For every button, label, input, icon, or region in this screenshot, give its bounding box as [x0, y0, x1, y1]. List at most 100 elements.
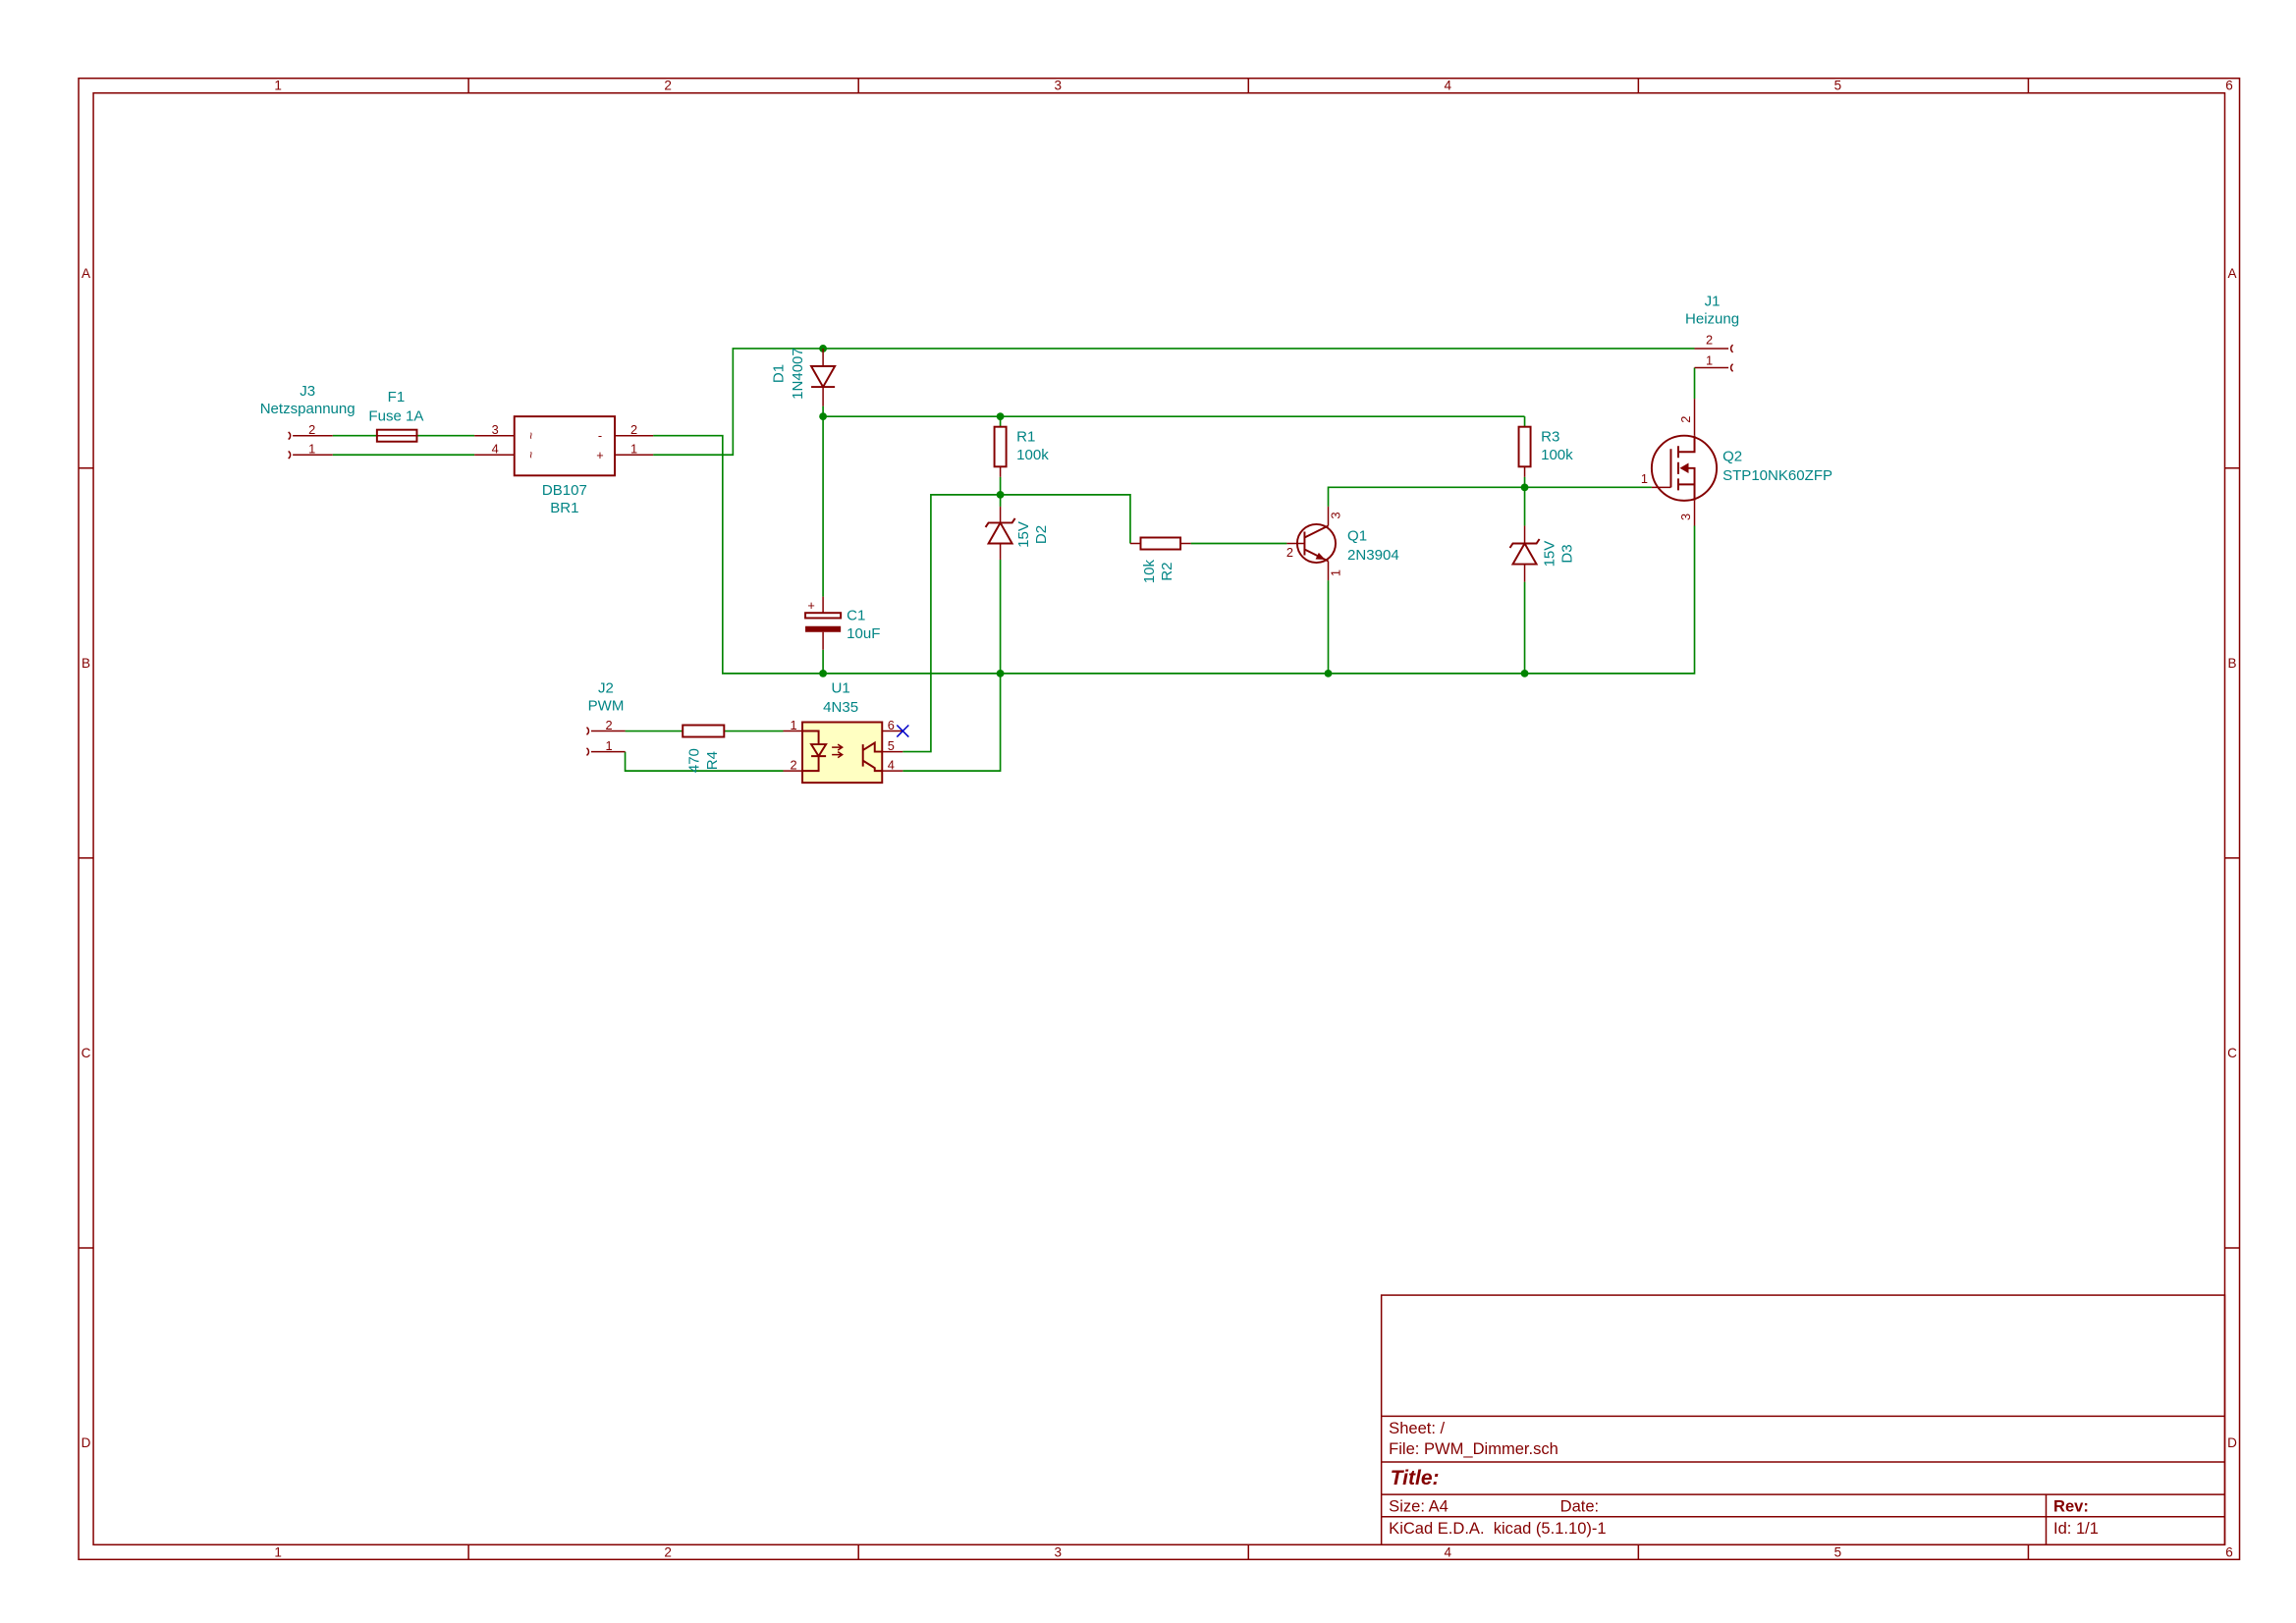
- junction-dot: [819, 412, 828, 421]
- br1-pins: [474, 434, 654, 457]
- d1-value: 1N4007: [790, 348, 806, 400]
- br1-pin-name-ac: ~: [523, 452, 538, 459]
- junction-dot: [819, 669, 828, 677]
- light-arrows-icon: [832, 743, 845, 759]
- r1-body: [993, 425, 1008, 468]
- frame-ticks: [79, 78, 2240, 1560]
- junction-dot: [996, 412, 1005, 421]
- zener-diode-icon: [1508, 538, 1541, 566]
- connector-j1: J1 Heizung 2 1: [1685, 293, 1739, 372]
- q1-emitter-arrow: [1315, 552, 1326, 561]
- mosfet-q2: 2 1 3 Q2 STP10NK60ZFP: [1641, 399, 1832, 526]
- connector-socket-icon: [288, 431, 333, 460]
- title-block-frame: [1380, 1294, 2226, 1546]
- u1-ref: U1: [832, 679, 850, 696]
- br1-pin-number: 2: [630, 422, 637, 437]
- d1-ref: D1: [770, 364, 787, 383]
- j2-pin-number: 2: [605, 718, 612, 732]
- wire-node-r2: [1000, 494, 1131, 544]
- q1-pin-number: 1: [1329, 569, 1343, 576]
- u1-pin-number: 1: [790, 718, 796, 732]
- c1-polarity: +: [807, 598, 814, 613]
- r4-ref: R4: [704, 751, 721, 770]
- wire-ground-rail: [653, 434, 1696, 675]
- br1-pin-number: 3: [492, 422, 499, 437]
- junctions: [819, 345, 1529, 677]
- q1-value: 2N3904: [1347, 547, 1399, 564]
- no-connect-marker: [896, 724, 909, 738]
- r2-ref: R2: [1159, 562, 1175, 580]
- title-block-sheet: Sheet: /: [1389, 1419, 1445, 1437]
- junction-dot: [996, 490, 1005, 499]
- j3-pin-number: 1: [308, 442, 315, 457]
- q2-pin-number: 2: [1678, 416, 1693, 423]
- r2-value: 10k: [1141, 559, 1158, 583]
- j2-ref: J2: [598, 679, 614, 696]
- nmos-transistor-icon: [1669, 435, 1696, 501]
- c1-value: 10uF: [847, 625, 880, 642]
- col-label-top: 1: [274, 79, 282, 93]
- wire-node-u1-collector: [902, 494, 1001, 753]
- r1-value: 100k: [1016, 447, 1049, 463]
- col-label-top: 6: [2225, 79, 2233, 93]
- j1-value: Heizung: [1685, 310, 1739, 327]
- title-block-title: Title:: [1391, 1467, 1440, 1489]
- zener-d3: 15V D3: [1508, 525, 1576, 582]
- junction-dot: [1324, 669, 1333, 677]
- br1-pin-number: 4: [492, 442, 499, 457]
- q2-pin-number: 1: [1641, 471, 1648, 486]
- resistor-r4: 470 R4: [682, 724, 726, 773]
- title-block-date: Date:: [1560, 1497, 1600, 1516]
- title-block-generator: KiCad E.D.A. kicad (5.1.10)-1: [1389, 1519, 1606, 1538]
- br1-ref: BR1: [550, 500, 578, 516]
- frame-outer: [78, 77, 2241, 1561]
- c1-negative-plate: [805, 625, 842, 632]
- br1-pin-name-ac: ~: [523, 432, 538, 439]
- r3-ref: R3: [1541, 429, 1559, 446]
- resistor-r1: R1 100k: [993, 425, 1049, 477]
- col-label-bottom: 6: [2225, 1544, 2233, 1559]
- wire-q1-collector-gate: [1327, 486, 1652, 507]
- optocoupler-u1: U1 4N35 1 2 6 5 4: [783, 679, 909, 784]
- transistor-q1: 3 2 1 Q1 2N3904: [1286, 506, 1399, 581]
- title-block-id: Id: 1/1: [2053, 1519, 2099, 1538]
- title-block-size: Size: A4: [1389, 1497, 1449, 1516]
- c1-ref: C1: [847, 608, 865, 624]
- row-label-right: C: [2227, 1046, 2237, 1060]
- q1-ref: Q1: [1347, 527, 1367, 544]
- npn-transistor-icon: [1303, 524, 1329, 563]
- col-label-top: 2: [664, 79, 672, 93]
- q2-pin-number: 3: [1678, 514, 1693, 520]
- u1-pin-number: 6: [888, 718, 895, 732]
- diode-d1: D1 1N4007: [770, 348, 837, 406]
- row-label-right: A: [2227, 266, 2236, 281]
- col-label-top: 4: [1445, 79, 1452, 93]
- j1-pin-number: 1: [1706, 352, 1713, 367]
- phototransistor-icon: [861, 740, 883, 773]
- fuse-f1: F1 Fuse 1A: [368, 389, 423, 443]
- q2-pins: [1651, 399, 1696, 526]
- col-label-top: 3: [1054, 79, 1062, 93]
- title-block-rules: [1381, 1415, 2225, 1545]
- br1-pin-name-plus: +: [596, 448, 603, 462]
- title-block-file: File: PWM_Dimmer.sch: [1389, 1439, 1558, 1458]
- sheet-frame: 1 2 3 4 5 6 1 2 3 4 5 6 A B C D A B C D: [78, 77, 2241, 1561]
- j2-pin-number: 1: [605, 738, 612, 753]
- col-label-bottom: 1: [274, 1544, 282, 1559]
- junction-dot: [819, 345, 828, 352]
- wire-supply-rail: [653, 348, 1695, 457]
- zener-d2: 15V D2: [984, 506, 1050, 561]
- col-label-bottom: 2: [664, 1544, 672, 1559]
- br1-pin-number: 1: [630, 442, 637, 457]
- q2-channel-arrow: [1679, 462, 1689, 474]
- j2-value: PWM: [588, 697, 625, 714]
- q1-pin-number: 2: [1286, 545, 1293, 560]
- u1-pin-number: 2: [790, 758, 796, 773]
- c1-positive-plate: [804, 612, 843, 620]
- q1-pins: [1286, 506, 1330, 581]
- connector-j3: J3 Netzspannung 2 1: [260, 383, 355, 460]
- resistor-r3: R3 100k: [1517, 425, 1573, 477]
- u1-pins: [783, 730, 903, 772]
- junction-dot: [1520, 483, 1529, 492]
- j1-pin-number: 2: [1706, 332, 1713, 347]
